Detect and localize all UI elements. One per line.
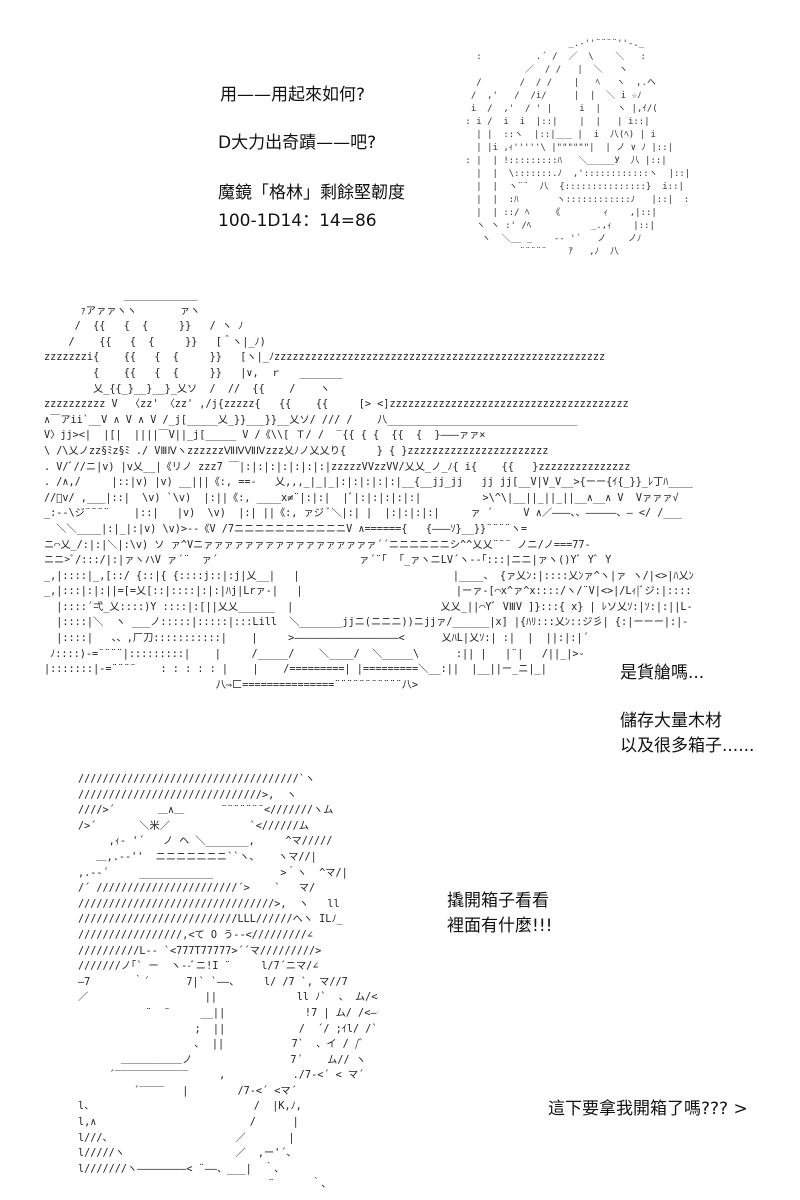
dialogue-line: 用——用起來如何? [220,85,366,105]
dialogue-line: 以及很多箱子...... [620,736,755,756]
dialogue-line: 這下要拿我開箱了嗎??? > [548,1099,748,1119]
crate-ascii-art: ////////////////////////////////////`ヽ /… [78,774,378,1191]
dialogue-line: 是貨艙嗎... [620,663,705,683]
dialogue-line: 儲存大量木材 [620,711,722,731]
dialogue-line: 撬開箱子看看 [447,891,549,911]
status-caption: 魔鏡「格林」剩餘堅韌度 [218,183,405,203]
dice-roll-result: 100-1D14：14=86 [218,211,377,231]
dialogue-line: D大力出奇蹟——吧? [218,133,377,153]
dialogue-line: 裡面有什麼!!! [447,916,553,936]
cargo-hold-ascii-art: ____________ ｧアァァヽヽ ァヽ / {{ { { }} / ヽ ﾉ… [44,290,694,691]
character-ascii-art: _.-''¨¨¨¨''-._ : .´ / ／ \ ＼ : ／ / / | ＼ … [465,39,691,257]
